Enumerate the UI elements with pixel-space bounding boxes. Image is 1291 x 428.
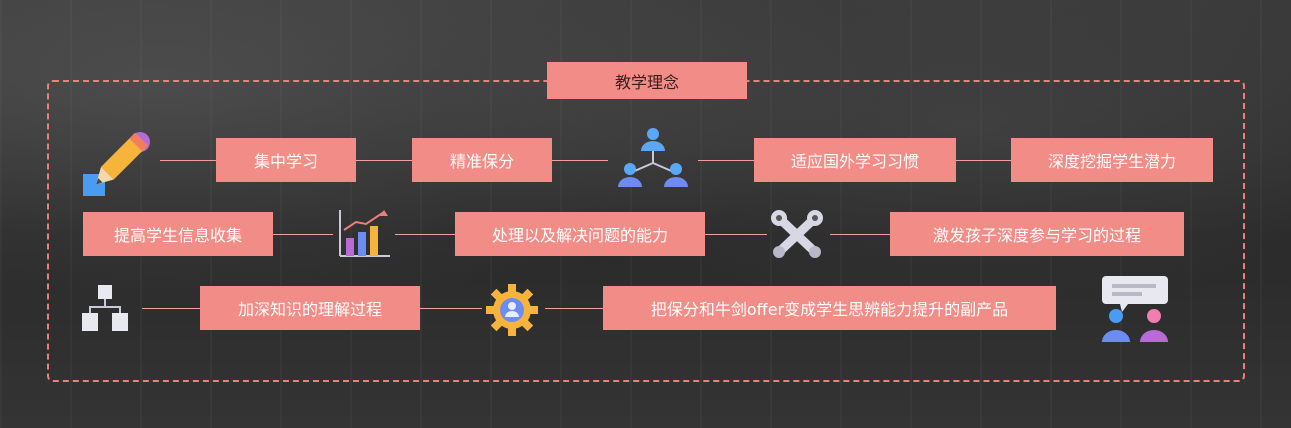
gear-person-icon — [486, 284, 538, 336]
connector — [552, 160, 608, 161]
connector — [705, 234, 767, 235]
bar-chart-icon — [339, 210, 390, 257]
page-title: 教学理念 — [547, 62, 747, 99]
tag-byproduct: 把保分和牛剑offer变成学生思辨能力提升的副产品 — [603, 286, 1056, 330]
tag-score-guarantee: 精准保分 — [412, 138, 552, 182]
connector — [956, 160, 1011, 161]
tag-engagement: 激发孩子深度参与学习的过程 — [890, 212, 1184, 256]
network-people-icon — [618, 128, 688, 187]
connector — [142, 308, 200, 309]
connector — [273, 234, 333, 235]
tag-problem-solving: 处理以及解决问题的能力 — [455, 212, 705, 256]
hierarchy-icon — [82, 285, 128, 331]
tag-tap-potential: 深度挖掘学生潜力 — [1011, 138, 1213, 182]
connector — [420, 308, 482, 309]
tag-deepen-understanding: 加深知识的理解过程 — [200, 286, 420, 330]
connector — [160, 160, 216, 161]
connector — [830, 234, 890, 235]
tag-info-gathering: 提高学生信息收集 — [83, 212, 273, 256]
connector — [545, 308, 603, 309]
tag-adapt-habits: 适应国外学习习惯 — [754, 138, 956, 182]
connector — [395, 234, 455, 235]
pencil-shapes-icon — [83, 132, 150, 196]
connector — [698, 160, 754, 161]
tag-focused-study: 集中学习 — [216, 138, 356, 182]
tools-icon — [771, 210, 823, 258]
connector — [356, 160, 412, 161]
chat-people-icon — [1102, 276, 1168, 342]
